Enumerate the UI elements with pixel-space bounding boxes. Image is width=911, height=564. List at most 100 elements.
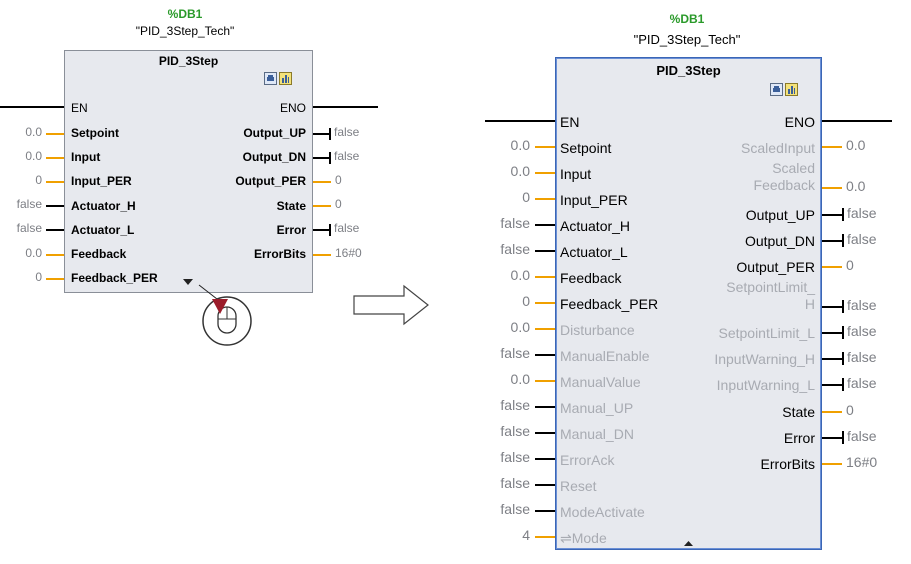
left-pin-output-up[interactable]: Output_UP — [243, 126, 306, 140]
left-pin-errorbits[interactable]: ErrorBits — [253, 247, 306, 261]
left-instance-name: "PID_3Step_Tech" — [135, 24, 235, 38]
left-pin-feedback-per[interactable]: Feedback_PER — [71, 271, 158, 285]
right-pin-output-dn[interactable]: Output_DN — [744, 233, 815, 249]
right-pin-manual-up[interactable]: Manual_UP — [560, 400, 634, 416]
right-value-output-dn: false — [847, 231, 877, 247]
right-tick-output-up — [842, 208, 844, 221]
left-value-errorbits: 16#0 — [335, 246, 362, 260]
left-pin-input-per[interactable]: Input_PER — [71, 174, 132, 188]
right-pin-scaledinput[interactable]: ScaledInput — [741, 140, 815, 156]
right-pin-inputwarning-l[interactable]: InputWarning_L — [716, 377, 815, 393]
right-pin-output-up[interactable]: Output_UP — [745, 207, 815, 223]
right-pin-error[interactable]: Error — [783, 430, 815, 446]
left-wire-state — [313, 205, 331, 207]
left-pin-output-per[interactable]: Output_PER — [235, 174, 306, 188]
right-wire-manualvalue — [535, 380, 555, 382]
mouse-cursor-icon — [198, 284, 252, 346]
right-pin-output-per[interactable]: Output_PER — [736, 259, 815, 275]
left-value-actuator-l: false — [16, 221, 42, 235]
right-pin-disturbance[interactable]: Disturbance — [560, 322, 635, 338]
right-pin-scaledfeedback[interactable]: Scaled Feedback — [754, 160, 815, 194]
left-en-label: EN — [71, 101, 88, 115]
left-value-output-dn: false — [334, 149, 360, 163]
collapse-arrow-icon[interactable] — [684, 541, 693, 546]
left-pin-output-dn[interactable]: Output_DN — [242, 150, 306, 164]
right-value-manualenable: false — [500, 345, 530, 361]
left-wire-actuator-l — [46, 229, 64, 231]
right-wire-manualenable — [535, 354, 555, 356]
right-wire-input — [535, 172, 555, 174]
right-pin-errorack[interactable]: ErrorAck — [560, 452, 615, 468]
right-pin-feedback-per[interactable]: Feedback_PER — [560, 296, 659, 312]
left-pin-actuator-h[interactable]: Actuator_H — [71, 199, 136, 213]
right-tick-setpointlimit-h — [842, 300, 844, 313]
left-pin-actuator-l[interactable]: Actuator_L — [71, 223, 135, 237]
right-wire-error — [822, 437, 844, 439]
right-wire-setpointlimit-l — [822, 332, 844, 334]
right-value-disturbance: 0.0 — [510, 319, 530, 335]
right-pin-manualvalue[interactable]: ManualValue — [560, 374, 641, 390]
right-wire-actuator-l — [535, 250, 555, 252]
right-pin-modeactivate[interactable]: ModeActivate — [560, 504, 645, 520]
left-db-name: %DB1 — [167, 7, 203, 21]
left-wire-output-dn — [313, 157, 331, 159]
right-pin-mode[interactable]: ⇌Mode — [560, 530, 607, 546]
left-value-error: false — [334, 221, 360, 235]
left-value-input-per: 0 — [35, 173, 42, 187]
right-pin-setpointlimit-h[interactable]: SetpointLimit_ H — [726, 279, 815, 313]
right-function-block[interactable]: PID_3Step EN ENO Setpoint Input Input_PE… — [555, 57, 822, 550]
right-wire-scaledinput — [822, 146, 842, 148]
left-pin-state[interactable]: State — [276, 199, 306, 213]
right-value-inputwarning-l: false — [847, 375, 877, 391]
left-wire-errorbits — [313, 254, 331, 256]
right-value-scaledinput: 0.0 — [846, 137, 866, 153]
right-pin-actuator-l[interactable]: Actuator_L — [560, 244, 628, 260]
left-pin-feedback[interactable]: Feedback — [71, 247, 127, 261]
right-tick-error — [842, 431, 844, 444]
right-pin-reset[interactable]: Reset — [560, 478, 597, 494]
right-block-title: PID_3Step — [656, 63, 721, 78]
right-pin-errorbits[interactable]: ErrorBits — [760, 456, 815, 472]
right-pin-inputwarning-h[interactable]: InputWarning_H — [714, 351, 815, 367]
right-pin-input[interactable]: Input — [560, 166, 592, 182]
right-pin-input-per[interactable]: Input_PER — [560, 192, 628, 208]
left-value-feedback-per: 0 — [35, 270, 42, 284]
right-value-actuator-l: false — [500, 241, 530, 257]
left-value-input: 0.0 — [25, 149, 42, 163]
right-pin-scaledfeedback-line1: Scaled — [772, 160, 815, 176]
right-value-manual-up: false — [500, 397, 530, 413]
block-diagnostics-icon[interactable] — [279, 72, 292, 85]
left-pin-error[interactable]: Error — [276, 223, 306, 237]
right-wire-input-per — [535, 198, 555, 200]
right-pin-feedback[interactable]: Feedback — [560, 270, 622, 286]
right-wire-inputwarning-h — [822, 358, 844, 360]
right-wire-feedback-per — [535, 302, 555, 304]
left-pin-input[interactable]: Input — [71, 150, 101, 164]
left-pin-setpoint[interactable]: Setpoint — [71, 126, 119, 140]
right-wire-state — [822, 411, 842, 413]
right-pin-manual-dn[interactable]: Manual_DN — [560, 426, 634, 442]
right-value-reset: false — [500, 475, 530, 491]
block-diagnostics-icon[interactable] — [785, 83, 798, 96]
left-eno-wire — [313, 106, 378, 108]
right-pin-manualenable[interactable]: ManualEnable — [560, 348, 650, 364]
expand-arrow-icon[interactable] — [183, 279, 193, 285]
right-wire-inputwarning-l — [822, 384, 844, 386]
right-value-feedback-per: 0 — [522, 293, 530, 309]
right-value-manualvalue: 0.0 — [510, 371, 530, 387]
right-en-wire — [485, 120, 555, 122]
right-block-toolbar — [770, 83, 798, 96]
right-tick-output-dn — [842, 234, 844, 247]
right-tick-inputwarning-l — [842, 378, 844, 391]
left-function-block[interactable]: PID_3Step EN ENO Setpoint Input Input_PE… — [64, 50, 313, 293]
right-pin-setpoint[interactable]: Setpoint — [560, 140, 612, 156]
block-settings-icon[interactable] — [770, 83, 783, 96]
block-settings-icon[interactable] — [264, 72, 277, 85]
right-pin-actuator-h[interactable]: Actuator_H — [560, 218, 631, 234]
left-tick-output-up — [329, 128, 331, 140]
right-wire-output-per — [822, 266, 842, 268]
right-pin-setpointlimit-l[interactable]: SetpointLimit_L — [718, 325, 815, 341]
right-pin-state[interactable]: State — [782, 404, 815, 420]
right-value-output-up: false — [847, 205, 877, 221]
right-value-setpointlimit-h: false — [847, 297, 877, 313]
